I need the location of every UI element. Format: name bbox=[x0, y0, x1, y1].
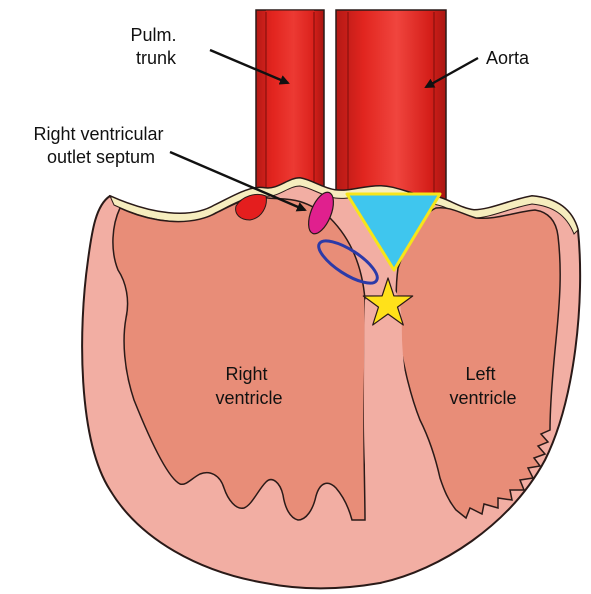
aorta-label: Aorta bbox=[486, 48, 530, 68]
rv-outlet-septum-label: Right ventricular outlet septum bbox=[33, 124, 168, 167]
pulm-trunk-label: Pulm. trunk bbox=[130, 25, 181, 68]
pulmonary-trunk-vessel bbox=[256, 10, 324, 200]
aorta-vessel bbox=[336, 10, 446, 202]
